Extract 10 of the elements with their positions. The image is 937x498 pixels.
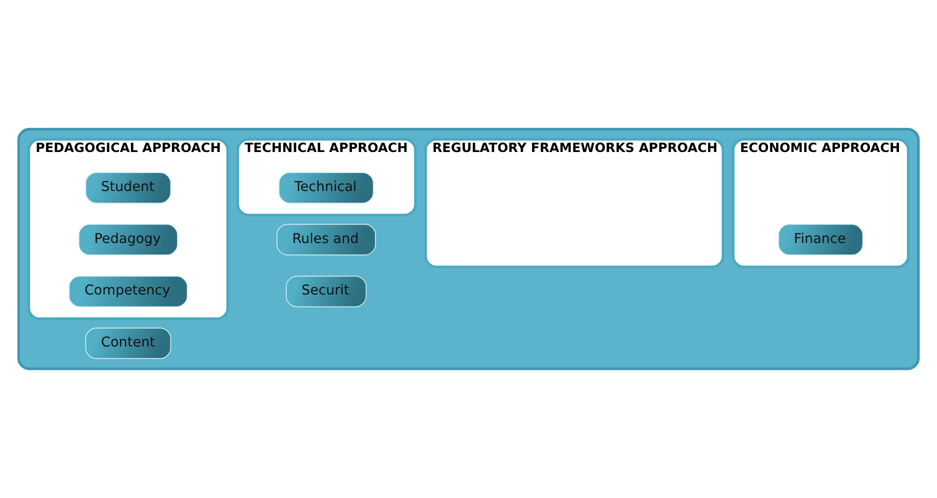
node-box: Pedagogy xyxy=(78,224,178,256)
node-box: Competency xyxy=(68,276,188,308)
node-box: Securit xyxy=(286,276,367,308)
node-box: REGULATORY FRAMEWORKS APPROACH xyxy=(424,138,724,268)
cluster xyxy=(17,128,920,370)
node-box: Student xyxy=(85,172,172,204)
node-box: Technical xyxy=(278,172,374,204)
node-box: Finance xyxy=(778,224,864,256)
node-box: Content xyxy=(85,328,172,360)
node-box: Rules and xyxy=(276,224,376,256)
